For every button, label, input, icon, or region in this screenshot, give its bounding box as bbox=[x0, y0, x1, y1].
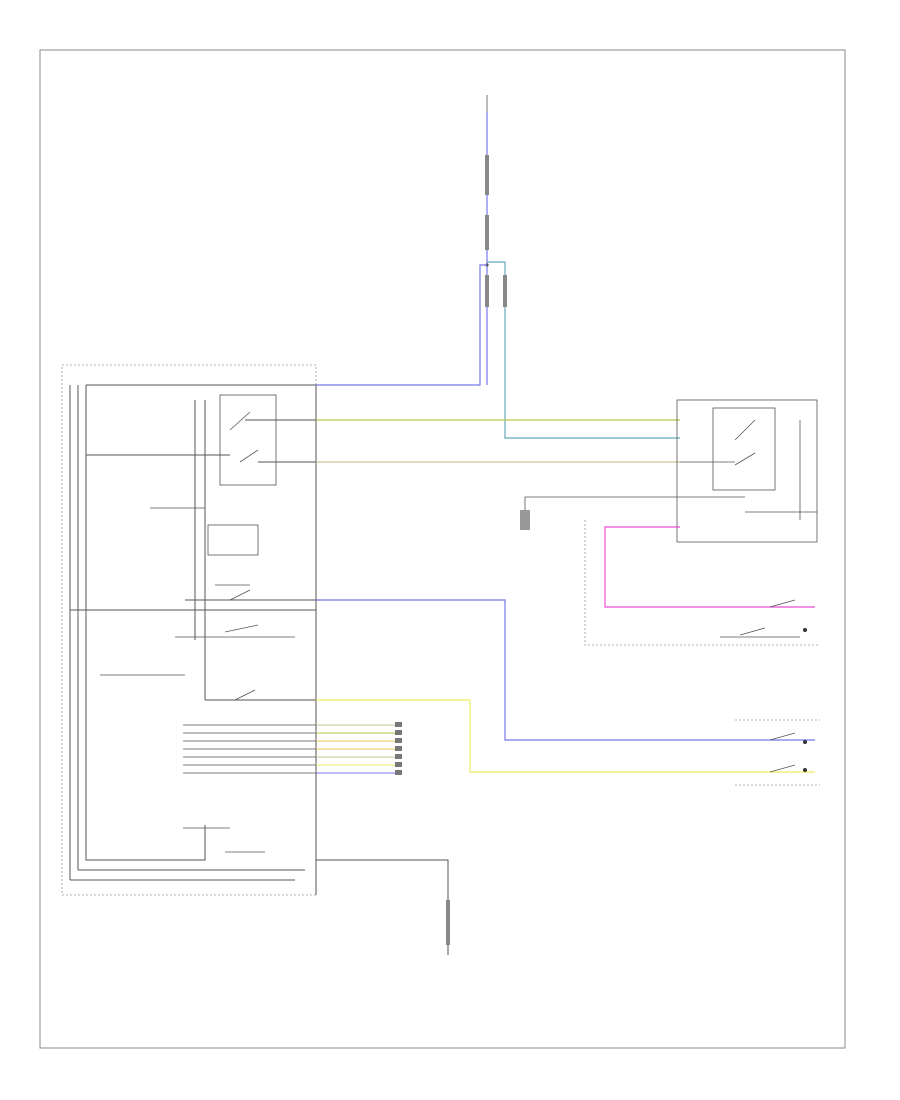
diagram-frame bbox=[39, 49, 846, 1049]
top-power-feed bbox=[485, 95, 680, 439]
passenger-ground-stub bbox=[520, 510, 530, 530]
lock-motor-terminal-3 bbox=[803, 768, 807, 772]
pink-wire bbox=[604, 526, 815, 608]
teal-branch-wire bbox=[487, 261, 680, 439]
lock-motor-terminal-1 bbox=[803, 628, 807, 632]
driver-master-window-switch bbox=[61, 364, 317, 896]
passenger-switch-inner-box bbox=[712, 407, 776, 491]
passenger-window-switch bbox=[520, 399, 818, 543]
right-side-components bbox=[584, 520, 820, 786]
master-switch-dashed-box bbox=[61, 364, 317, 896]
window-switch-box bbox=[219, 394, 277, 486]
lock-motor-terminal-2 bbox=[803, 740, 807, 744]
feed-connector-middle bbox=[485, 215, 489, 250]
dimmer-connector-stubs bbox=[395, 722, 402, 775]
yellow-lock-wire bbox=[316, 699, 815, 773]
ground-wire bbox=[316, 859, 449, 955]
violet-lock-wire bbox=[316, 599, 815, 741]
feed-connector-right bbox=[503, 275, 507, 307]
ground-connector bbox=[446, 900, 450, 945]
feed-connector-upper bbox=[485, 155, 489, 195]
harness-wires bbox=[316, 264, 815, 955]
master-switch-dimmer-bus bbox=[183, 724, 316, 774]
lock-switch-box bbox=[207, 524, 259, 556]
feed-connector-left bbox=[485, 275, 489, 307]
passenger-switch-box bbox=[676, 399, 818, 543]
violet-feed-wire bbox=[316, 264, 487, 386]
passenger-lock-dashed bbox=[584, 520, 820, 646]
